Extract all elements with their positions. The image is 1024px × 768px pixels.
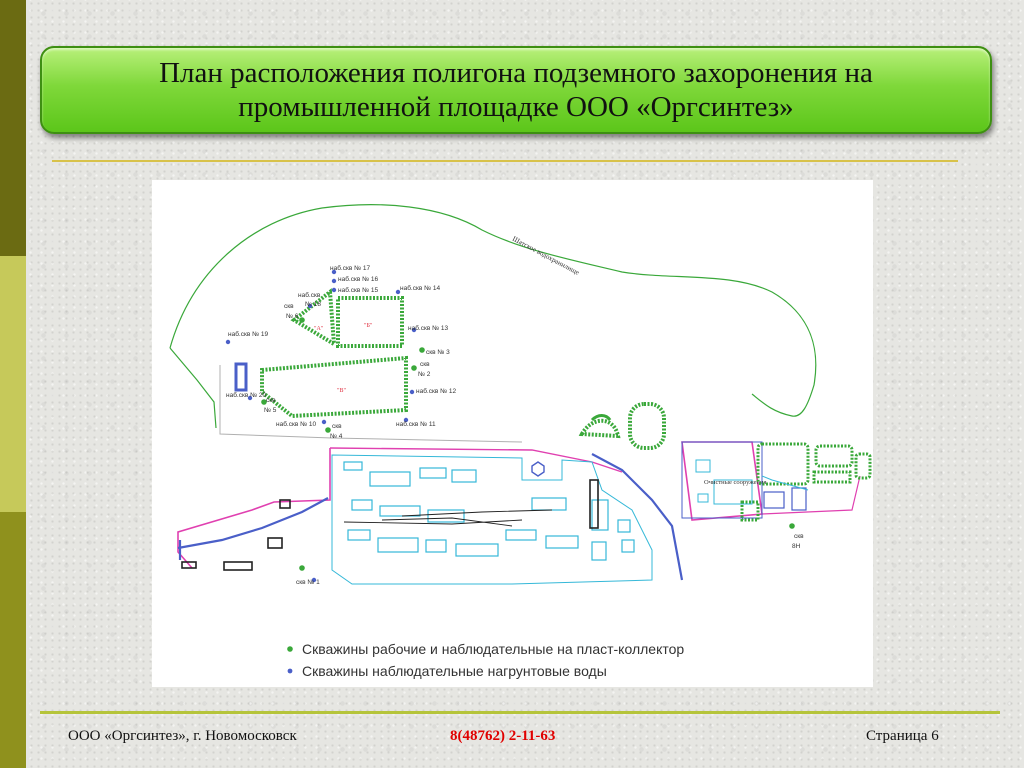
- well-label-5b: № 5: [264, 407, 277, 414]
- reservoir-label: Шатское водохранилище: [511, 235, 581, 277]
- pond-b: [336, 296, 404, 348]
- title-banner: План расположения полигона подземного за…: [40, 46, 992, 134]
- well-label-4b: № 4: [330, 433, 343, 440]
- facility-label: Очистные сооружения: [704, 479, 766, 486]
- well-label-20: наб.скв № 20: [226, 391, 266, 399]
- pond-v: [260, 355, 408, 419]
- well-label-15: наб.скв № 15: [338, 286, 378, 294]
- working-wells: [261, 317, 795, 571]
- round-reservoir: [628, 402, 666, 450]
- pond-v-label: "В": [337, 388, 346, 394]
- hexagon-structure: [531, 461, 545, 477]
- footer-phone: 8(48762) 2-11-63: [450, 728, 556, 744]
- title-divider: [52, 160, 958, 162]
- pond-a-label: "А": [314, 326, 324, 332]
- right-cyan-line: [761, 475, 809, 491]
- treatment-facility-units: [695, 459, 753, 505]
- semicircle-reservoir: [578, 418, 621, 439]
- treatment-facility-outline: [681, 441, 763, 519]
- fence-line: [219, 365, 523, 443]
- side-strip-light: [0, 256, 26, 512]
- pond-b-label: "Б": [364, 323, 373, 329]
- well-label-8b: 8Н: [792, 543, 801, 550]
- well-label-18a: наб.скв: [298, 291, 321, 299]
- site-plan-drawing: Шатское водохранилище "А" "Б" "В": [169, 204, 872, 679]
- well-label-1: скв № 1: [296, 579, 320, 586]
- rail-tracks: [343, 509, 553, 527]
- observation-wells: [225, 269, 417, 583]
- blue-pipeline: [177, 453, 684, 581]
- well-label-5a: скв: [266, 397, 276, 404]
- well-label-2a: скв: [420, 361, 430, 368]
- pump-station: [234, 362, 248, 392]
- well-label-6b: № 6: [286, 313, 299, 320]
- right-cyan-units: [763, 487, 807, 511]
- legend-item-working-wells: Скважины рабочие и наблюдательные на пла…: [302, 641, 684, 657]
- pond-a: [290, 288, 337, 348]
- plant-roads: [331, 454, 653, 585]
- well-label-8a: скв: [794, 533, 804, 540]
- footer-divider: [40, 711, 1000, 714]
- reservoir-west-shore: [169, 347, 217, 429]
- slide-title: План расположения полигона подземного за…: [159, 57, 873, 123]
- well-label-11: наб.скв № 11: [396, 420, 436, 428]
- well-label-3: скв № 3: [426, 349, 450, 356]
- well-label-18b: № 18: [305, 301, 321, 308]
- well-label-14: наб.скв № 14: [400, 284, 440, 292]
- well-label-10: наб.скв № 10: [276, 420, 316, 428]
- well-label-16: наб.скв № 16: [338, 275, 378, 283]
- side-strip-olive: [0, 512, 26, 768]
- legend-green-dot: [287, 646, 293, 652]
- site-plan-map: Шатское водохранилище "А" "Б" "В": [152, 180, 873, 687]
- well-label-4a: скв: [332, 423, 342, 430]
- plant-boundary-far-east: [761, 475, 861, 515]
- well-label-19: наб.скв № 19: [228, 330, 268, 338]
- legend-blue-dot: [287, 668, 293, 674]
- footer-company: ООО «Оргсинтез», г. Новомосковск: [68, 728, 297, 744]
- plant-buildings: [343, 461, 635, 561]
- side-strip-dark: [0, 0, 26, 256]
- well-label-17: наб.скв № 17: [330, 264, 370, 272]
- reservoir-outline: [169, 204, 817, 417]
- plant-black-blocks: [181, 479, 599, 571]
- plant-boundary-north: [329, 447, 623, 473]
- well-label-2b: № 2: [418, 371, 431, 378]
- plant-boundary-west: [177, 448, 331, 569]
- well-label-6a: скв: [284, 303, 294, 310]
- green-tanks: [740, 442, 872, 522]
- small-green-arc: [590, 414, 612, 422]
- well-label-13: наб.скв № 13: [408, 324, 448, 332]
- well-label-12: наб.скв № 12: [416, 387, 456, 395]
- legend-item-groundwater-wells: Скважины наблюдательные нагрунтовые воды: [302, 663, 607, 679]
- footer-page-number: Страница 6: [866, 728, 939, 744]
